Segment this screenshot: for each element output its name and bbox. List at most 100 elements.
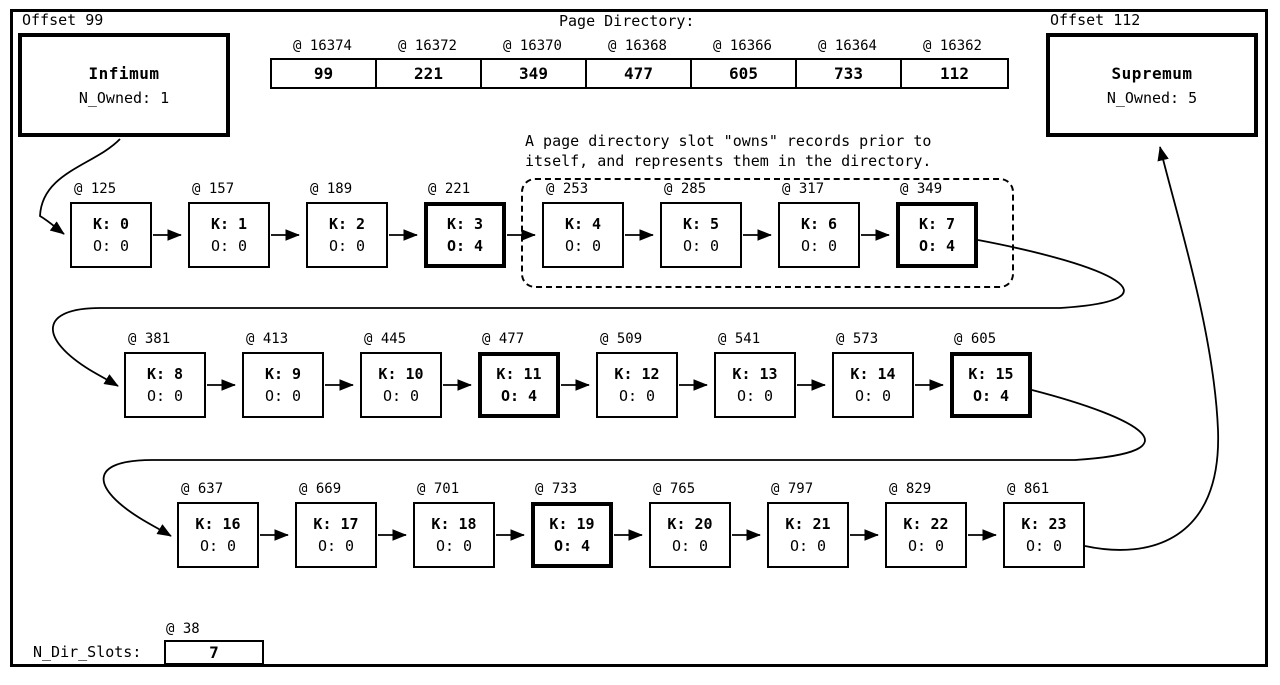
record-card-owner[interactable]: K: 19 O: 4 <box>531 502 613 568</box>
record-owned-count: O: 0 <box>1025 537 1063 555</box>
page-directory-slot-address: @ 16364 <box>817 38 877 54</box>
record-address: @ 573 <box>836 331 879 347</box>
record-owned-count: O: 0 <box>328 237 366 255</box>
supremum-title: Supremum <box>1111 63 1193 83</box>
record-address: @ 253 <box>546 181 589 197</box>
record-owned-count: O: 4 <box>500 387 538 405</box>
record-key: K: 17 <box>313 515 359 533</box>
record-card[interactable]: K: 21 O: 0 <box>767 502 849 568</box>
record-address: @ 445 <box>364 331 407 347</box>
record-address: @ 829 <box>889 481 932 497</box>
supremum-box[interactable]: Supremum N_Owned: 5 <box>1046 33 1258 137</box>
record-address: @ 669 <box>299 481 342 497</box>
record-key: K: 3 <box>446 215 484 233</box>
record-owned-count: O: 0 <box>199 537 237 555</box>
record-address: @ 477 <box>482 331 525 347</box>
record-card[interactable]: K: 16 O: 0 <box>177 502 259 568</box>
record-address: @ 413 <box>246 331 289 347</box>
n-dir-slots-label: N_Dir_Slots: <box>33 643 142 661</box>
record-card[interactable]: K: 9 O: 0 <box>242 352 324 418</box>
record-address: @ 189 <box>310 181 353 197</box>
record-owned-count: O: 4 <box>553 537 591 555</box>
record-key: K: 12 <box>614 365 660 383</box>
page-directory-slot-address: @ 16374 <box>292 38 352 54</box>
record-owned-count: O: 0 <box>736 387 774 405</box>
record-key: K: 19 <box>549 515 595 533</box>
page-directory-slot[interactable]: 112 <box>940 64 969 83</box>
record-owned-count: O: 0 <box>264 387 302 405</box>
record-key: K: 10 <box>378 365 424 383</box>
record-owned-count: O: 0 <box>789 537 827 555</box>
record-address: @ 701 <box>417 481 460 497</box>
record-address: @ 509 <box>600 331 643 347</box>
record-owned-count: O: 4 <box>918 237 956 255</box>
page-directory-slot[interactable]: 349 <box>482 60 587 87</box>
page-directory-slot[interactable]: 733 <box>797 60 902 87</box>
page-directory-slot[interactable]: 221 <box>377 60 482 87</box>
record-owned-count: O: 0 <box>682 237 720 255</box>
record-address: @ 797 <box>771 481 814 497</box>
infimum-n-owned: N_Owned: 1 <box>78 88 170 107</box>
record-owned-count: O: 0 <box>210 237 248 255</box>
record-owned-count: O: 0 <box>382 387 420 405</box>
record-card[interactable]: K: 20 O: 0 <box>649 502 731 568</box>
record-address: @ 861 <box>1007 481 1050 497</box>
page-directory-slot-address: @ 16362 <box>922 38 982 54</box>
record-owned-count: O: 4 <box>972 387 1010 405</box>
record-card[interactable]: K: 23 O: 0 <box>1003 502 1085 568</box>
ownership-annotation-line1: A page directory slot "owns" records pri… <box>525 132 932 150</box>
record-owned-count: O: 0 <box>564 237 602 255</box>
n-dir-slots-value-box[interactable]: 7 <box>164 640 264 665</box>
supremum-n-owned: N_Owned: 5 <box>1106 88 1198 107</box>
record-key: K: 4 <box>564 215 602 233</box>
record-owned-count: O: 0 <box>854 387 892 405</box>
infimum-box[interactable]: Infimum N_Owned: 1 <box>18 33 230 137</box>
record-card[interactable]: K: 12 O: 0 <box>596 352 678 418</box>
record-key: K: 22 <box>903 515 949 533</box>
record-key: K: 6 <box>800 215 838 233</box>
record-key: K: 21 <box>785 515 831 533</box>
page-directory-slot[interactable]: 99 <box>272 60 377 87</box>
record-card[interactable]: K: 1 O: 0 <box>188 202 270 268</box>
n-dir-slots-address: @ 38 <box>166 621 200 637</box>
record-owned-count: O: 0 <box>671 537 709 555</box>
record-address: @ 317 <box>782 181 825 197</box>
record-key: K: 16 <box>195 515 241 533</box>
record-address: @ 157 <box>192 181 235 197</box>
record-card[interactable]: K: 18 O: 0 <box>413 502 495 568</box>
record-owned-count: O: 0 <box>618 387 656 405</box>
record-owned-count: O: 0 <box>92 237 130 255</box>
record-owned-count: O: 0 <box>800 237 838 255</box>
record-address: @ 765 <box>653 481 696 497</box>
record-key: K: 9 <box>264 365 302 383</box>
record-key: K: 2 <box>328 215 366 233</box>
record-address: @ 125 <box>74 181 117 197</box>
page-directory-slot[interactable]: 477 <box>587 60 692 87</box>
infimum-offset-label: Offset 99 <box>22 11 104 29</box>
record-card[interactable]: K: 4 O: 0 <box>542 202 624 268</box>
record-card[interactable]: K: 6 O: 0 <box>778 202 860 268</box>
infimum-title: Infimum <box>88 63 160 83</box>
record-key: K: 23 <box>1021 515 1067 533</box>
record-key: K: 20 <box>667 515 713 533</box>
record-card[interactable]: K: 2 O: 0 <box>306 202 388 268</box>
record-address: @ 541 <box>718 331 761 347</box>
record-key: K: 18 <box>431 515 477 533</box>
record-card[interactable]: K: 10 O: 0 <box>360 352 442 418</box>
record-owned-count: O: 0 <box>435 537 473 555</box>
page-directory-slot[interactable]: 605 <box>692 60 797 87</box>
record-key: K: 1 <box>210 215 248 233</box>
